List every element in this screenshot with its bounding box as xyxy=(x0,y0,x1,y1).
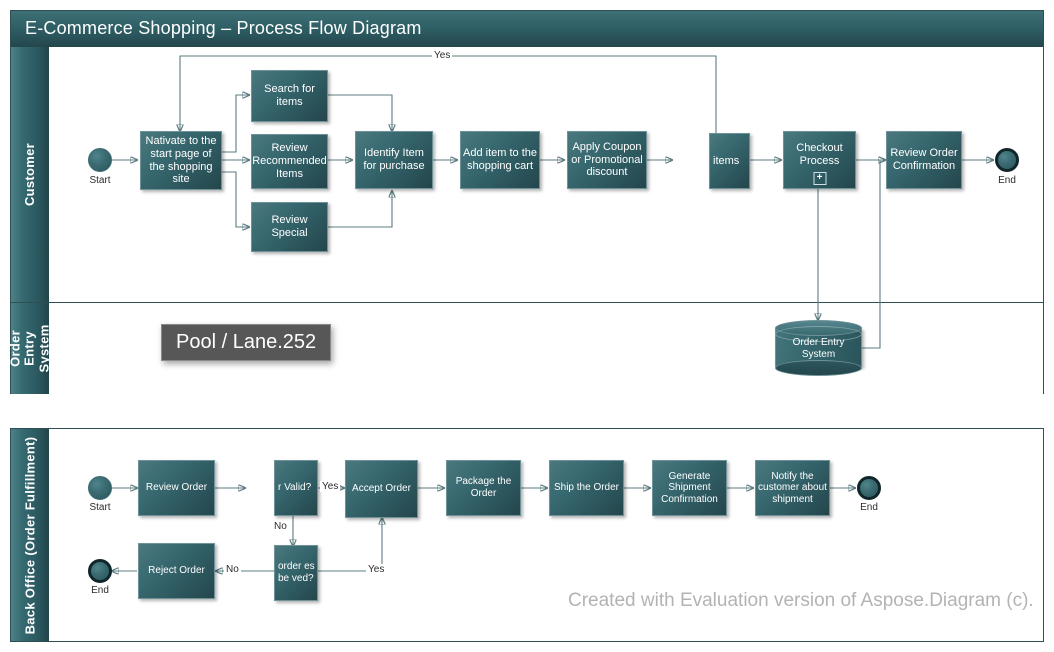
evaluation-watermark: Created with Evaluation version of Aspos… xyxy=(568,590,1034,611)
customer-end-event[interactable] xyxy=(995,148,1019,172)
task-notify-customer-shipment-label: Notify the customer about shipment xyxy=(758,470,827,505)
task-apply-coupon-discount-label: Apply Coupon or Promotional discount xyxy=(571,140,643,179)
task-search-for-items-label: Search for items xyxy=(264,83,315,108)
backoffice-end-event-top[interactable] xyxy=(857,476,881,500)
lane-label-order-entry-system: Order Entry System xyxy=(7,303,52,394)
backoffice-end-label-bottom: End xyxy=(91,585,109,596)
subprocess-plus-icon[interactable]: + xyxy=(813,172,826,185)
backoffice-start-label: Start xyxy=(89,502,111,513)
lane-label-back-office: Back Office (Order Fulfillment) xyxy=(11,429,50,641)
task-package-the-order[interactable]: Package the Order xyxy=(446,460,521,516)
gateway-order-valid-label: r Valid? xyxy=(278,482,312,494)
gateway-order-valid[interactable]: r Valid? xyxy=(274,460,318,516)
customer-start-event[interactable] xyxy=(88,148,112,172)
task-add-item-to-cart-label: Add item to the shopping cart xyxy=(463,147,537,172)
lane-label-customer-text: Customer xyxy=(22,142,38,207)
task-review-order-confirmation-label: Review Order Confirmation xyxy=(890,147,958,172)
gateway-order-can-be-saved[interactable]: order es be ved? xyxy=(274,545,318,601)
task-reject-order-label: Reject Order xyxy=(148,565,205,577)
task-review-special[interactable]: Review Special xyxy=(251,202,328,252)
task-review-recommended-items[interactable]: Review Recommended Items xyxy=(251,134,328,189)
edge-label-valid-yes: Yes xyxy=(320,481,341,492)
task-package-the-order-label: Package the Order xyxy=(455,476,512,499)
task-review-special-label: Review Special xyxy=(271,214,308,239)
datastore-bottom-cap xyxy=(775,360,862,376)
page-title: E-Commerce Shopping – Process Flow Diagr… xyxy=(25,18,422,38)
customer-end-label: End xyxy=(998,175,1016,186)
task-checkout-process[interactable]: Checkout Process + xyxy=(783,131,856,189)
task-generate-shipment-confirmation[interactable]: Generate Shipment Confirmation xyxy=(652,460,727,516)
task-review-order-label: Review Order xyxy=(145,482,208,494)
pool-lane-tooltip-chip: Pool / Lane.252 xyxy=(161,324,332,361)
task-notify-customer-shipment[interactable]: Notify the customer about shipment xyxy=(755,460,830,516)
datastore-ring xyxy=(775,326,862,342)
task-add-item-to-cart[interactable]: Add item to the shopping cart xyxy=(460,131,540,189)
task-accept-order-label: Accept Order xyxy=(352,483,411,495)
task-identify-item-for-purchase-label: Identify Item for purchase xyxy=(363,147,425,172)
pool-lane-tooltip-text: Pool / Lane.252 xyxy=(176,331,317,353)
lane-label-oes-text: Order Entry System xyxy=(7,324,52,373)
task-reject-order[interactable]: Reject Order xyxy=(138,543,215,599)
task-ship-the-order-label: Ship the Order xyxy=(553,482,620,494)
customer-start-label: Start xyxy=(89,175,111,186)
edge-label-saved-yes: Yes xyxy=(366,564,387,575)
gateway-order-can-be-saved-label: order es be ved? xyxy=(278,560,315,585)
task-navigate-start-page-label: Nativate to the start page of the shoppi… xyxy=(145,135,217,186)
task-identify-item-for-purchase[interactable]: Identify Item for purchase xyxy=(355,131,433,189)
task-checkout-process-label: Checkout Process xyxy=(796,142,843,167)
lane-label-back-office-text: Back Office (Order Fulfillment) xyxy=(22,436,38,634)
edge-label-yes-loop: Yes xyxy=(432,50,453,61)
task-review-order-confirmation[interactable]: Review Order Confirmation xyxy=(886,131,962,189)
datastore-label: Order Entry System xyxy=(792,336,845,360)
datastore-order-entry-system[interactable]: Order Entry System xyxy=(775,320,862,376)
edge-label-valid-no: No xyxy=(272,521,289,532)
lane-label-customer: Customer xyxy=(11,47,50,302)
pool-title-bar: E-Commerce Shopping – Process Flow Diagr… xyxy=(11,11,1043,47)
task-search-for-items[interactable]: Search for items xyxy=(251,70,328,122)
edge-label-saved-no: No xyxy=(224,564,241,575)
backoffice-end-label-top: End xyxy=(860,502,878,513)
task-more-items[interactable]: items xyxy=(709,133,750,189)
task-navigate-start-page[interactable]: Nativate to the start page of the shoppi… xyxy=(140,131,222,190)
backoffice-start-event[interactable] xyxy=(88,476,112,500)
task-ship-the-order[interactable]: Ship the Order xyxy=(549,460,624,516)
task-apply-coupon-discount[interactable]: Apply Coupon or Promotional discount xyxy=(567,131,647,189)
backoffice-end-event-bottom[interactable] xyxy=(88,559,112,583)
task-review-recommended-items-label: Review Recommended Items xyxy=(252,142,327,180)
task-more-items-label: items xyxy=(713,154,740,167)
task-generate-shipment-confirmation-label: Generate Shipment Confirmation xyxy=(661,470,718,505)
task-review-order[interactable]: Review Order xyxy=(138,460,215,516)
task-accept-order[interactable]: Accept Order xyxy=(345,460,418,518)
